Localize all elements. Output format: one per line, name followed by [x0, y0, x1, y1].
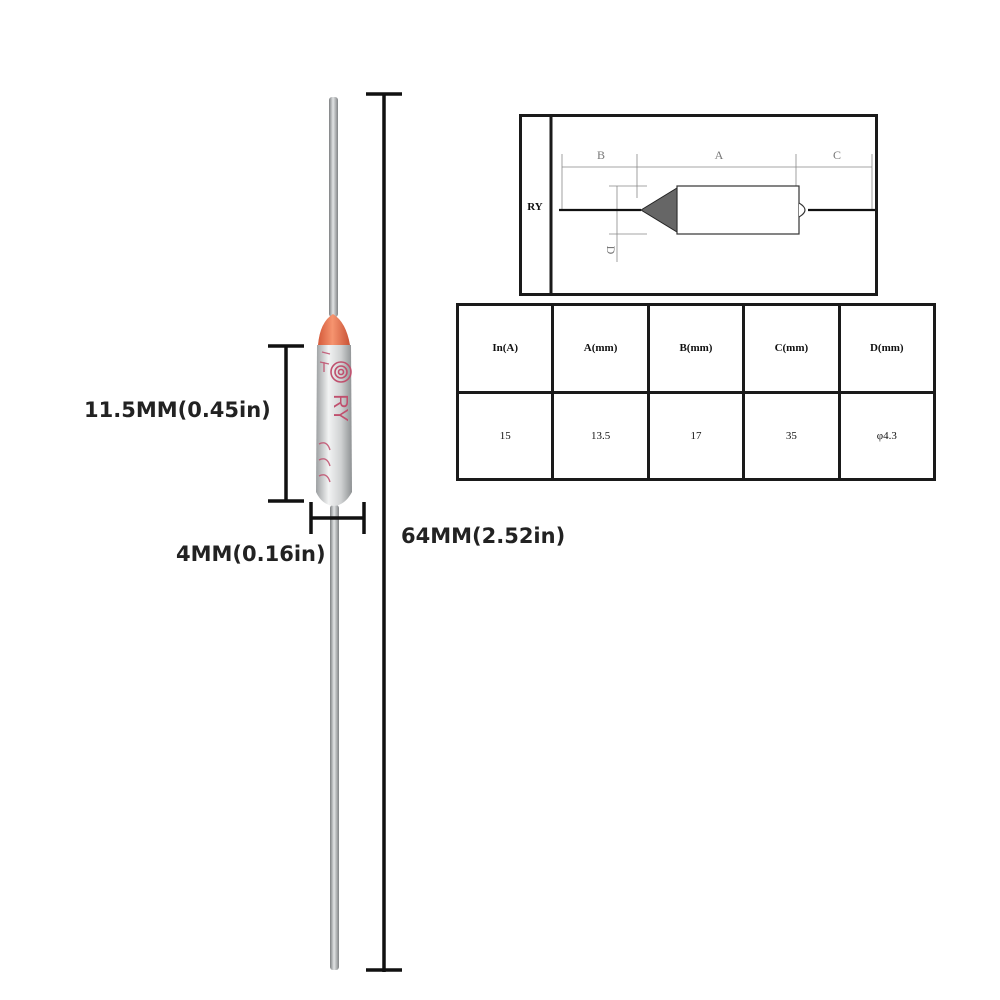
- fuse-tip: [318, 314, 350, 345]
- dim-c-label: C: [833, 148, 841, 162]
- spec-table: In(A) A(mm) B(mm) C(mm) D(mm) 15 13.5 17…: [455, 303, 937, 481]
- header-a: A(mm): [551, 303, 650, 394]
- drawing-body: [676, 185, 800, 235]
- total-length-dimension-line: [366, 92, 402, 972]
- lower-lead: [330, 505, 339, 970]
- body-length-dimension-line: [268, 344, 304, 503]
- spec-table-header-row: In(A) A(mm) B(mm) C(mm) D(mm): [455, 303, 937, 394]
- dim-a-label: A: [715, 148, 724, 162]
- dim-b-label: B: [597, 148, 605, 162]
- body-marking: [330, 361, 352, 383]
- technical-drawing: RY B A C D: [519, 114, 878, 296]
- header-c: C(mm): [742, 303, 841, 394]
- value-current: 15: [455, 390, 555, 481]
- value-c: 35: [742, 390, 841, 481]
- header-b: B(mm): [646, 303, 746, 394]
- dim-d-label: D: [604, 246, 618, 255]
- fuse-body: [316, 345, 352, 506]
- drawing-row-label: RY: [527, 201, 543, 213]
- value-b: 17: [646, 390, 746, 481]
- value-a: 13.5: [551, 390, 650, 481]
- body-length-label: 11.5MM(0.45in): [84, 398, 271, 422]
- spec-table-value-row: 15 13.5 17 35 φ4.3: [455, 390, 937, 481]
- body-diameter-label: 4MM(0.16in): [176, 542, 326, 566]
- total-length-label: 64MM(2.52in): [401, 524, 566, 548]
- upper-lead: [329, 97, 338, 317]
- value-d: φ4.3: [837, 390, 937, 481]
- header-d: D(mm): [837, 303, 937, 394]
- diameter-dimension-line: [309, 502, 366, 534]
- brand-marking: RY: [329, 394, 351, 421]
- header-current: In(A): [455, 303, 555, 394]
- rating-marking: [318, 351, 331, 483]
